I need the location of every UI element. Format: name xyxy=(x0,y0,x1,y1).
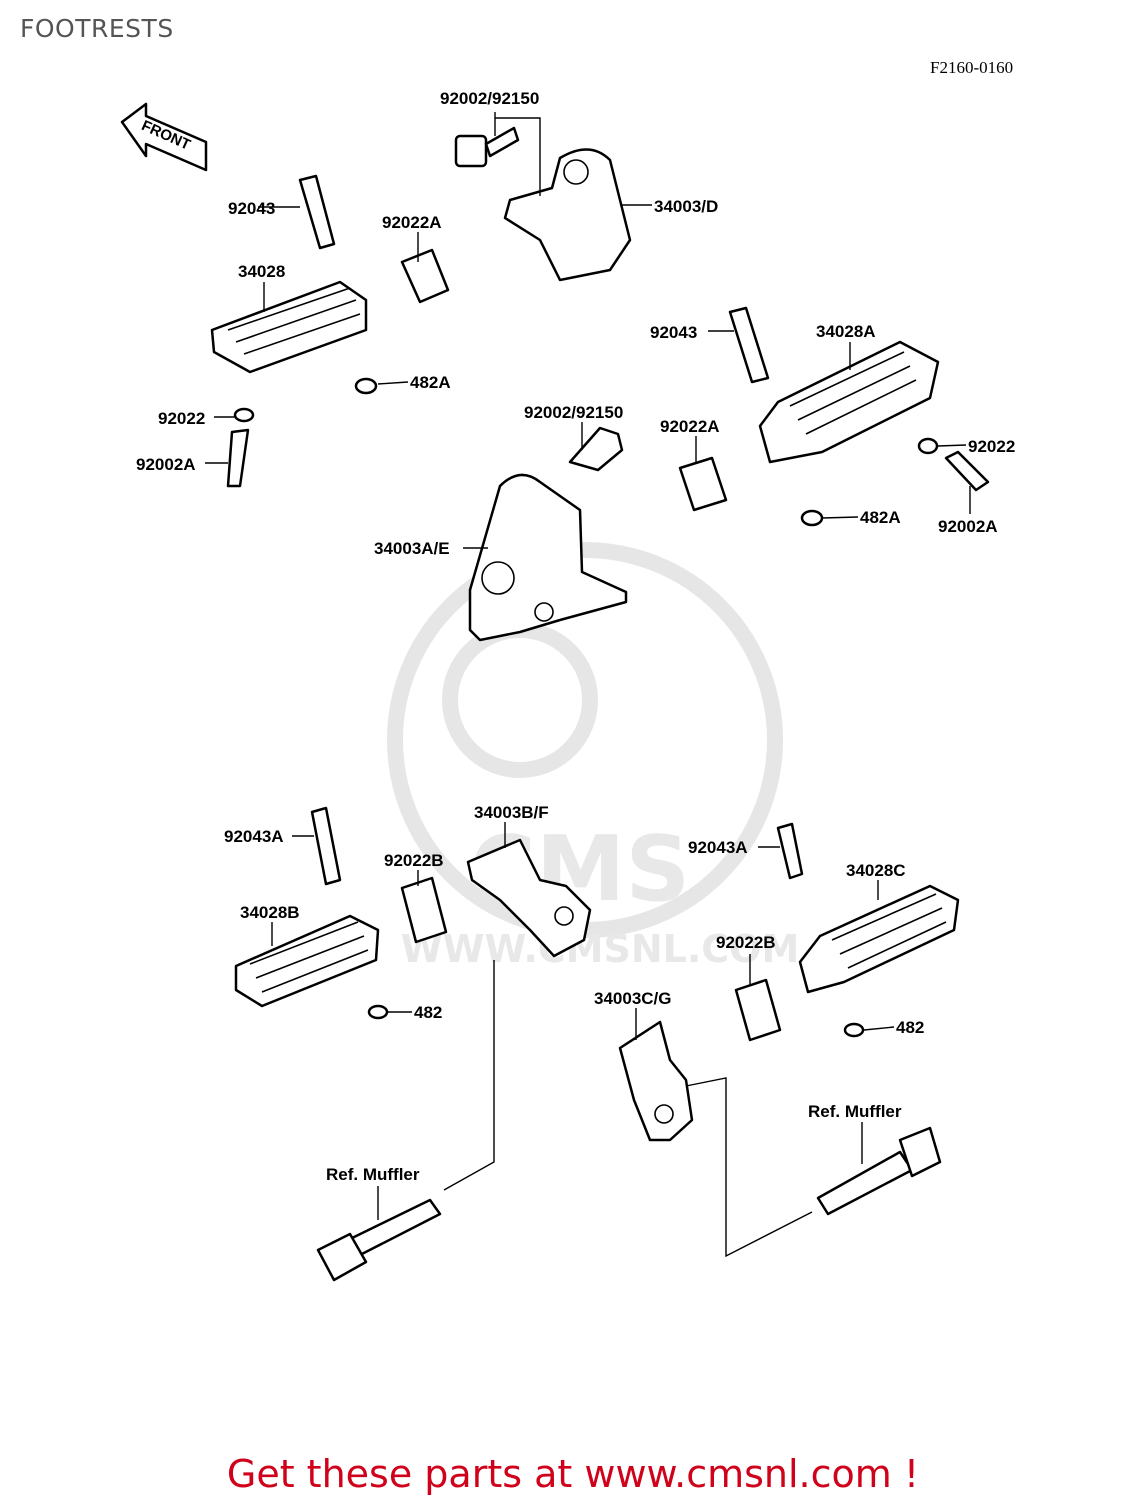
footpeg-34028b-ribs xyxy=(249,921,369,993)
bracket-34003a-e-pivot xyxy=(534,602,554,622)
label-l24: 92022B xyxy=(716,933,776,952)
leader-lines xyxy=(205,112,971,1258)
muffler-bolt-right-shank xyxy=(816,1150,914,1216)
label-l11: 92002/92150 xyxy=(524,403,623,422)
label-l3: 92043 xyxy=(228,199,275,218)
bracket-34003a-e-hole xyxy=(481,561,515,595)
footpeg-34028a-ribs xyxy=(789,351,917,435)
pin-92043 xyxy=(298,174,336,250)
bolt-92002a-right xyxy=(944,450,990,492)
label-l14: 482A xyxy=(860,508,901,527)
footrest-lower-left xyxy=(234,806,448,1020)
label-l21: 482 xyxy=(414,1003,442,1022)
muffler-bolt-left-shank xyxy=(346,1198,442,1258)
footpeg-34028 xyxy=(210,280,368,374)
front-arrow: FRONT xyxy=(120,102,208,172)
label-l18: 92043A xyxy=(224,827,284,846)
leader-l26 xyxy=(863,1026,895,1031)
label-l4: 92022A xyxy=(382,213,442,232)
label-l16: 34003A/E xyxy=(374,539,450,558)
bracket-34003-d xyxy=(454,126,632,282)
spring-92022 xyxy=(233,407,255,423)
bracket-34003b-f-body xyxy=(466,838,592,958)
footpeg-34028a xyxy=(758,340,940,464)
bracket-34003b-f xyxy=(466,838,592,958)
muffler-bolt-right-head xyxy=(898,1126,942,1178)
footpeg-34028c-ribs xyxy=(831,893,947,969)
pin-92043a-left xyxy=(310,806,342,886)
cotter-482-right xyxy=(843,1022,865,1038)
pin-92043-right xyxy=(728,306,770,384)
label-l2: 34003/D xyxy=(654,197,718,216)
bracket-34003a-e xyxy=(468,426,628,642)
label-l12: 92022A xyxy=(660,417,720,436)
rubber-92022a-right xyxy=(678,456,728,512)
leader-mount-left xyxy=(443,960,495,1191)
rubber-92022b-right xyxy=(734,978,782,1042)
muffler-bolt-right xyxy=(816,1126,942,1216)
bracket-34003c-g-body xyxy=(618,1020,694,1142)
muffler-bolt-left xyxy=(316,1198,442,1282)
bolt-92002-92150-mid xyxy=(568,426,624,472)
label-l25: 34003C/G xyxy=(594,989,672,1008)
rubber-92022b-left xyxy=(400,876,448,944)
cotter-482-left xyxy=(367,1004,389,1020)
bracket-34003-d-hole xyxy=(563,159,589,185)
bracket-34003a-e-body xyxy=(468,473,628,642)
label-l28: Ref. Muffler xyxy=(808,1102,902,1121)
label-l5: 34028 xyxy=(238,262,285,281)
page-title: FOOTRESTS xyxy=(20,14,174,43)
label-l26: 482 xyxy=(896,1018,924,1037)
footpeg-34028-ribs xyxy=(227,287,361,355)
label-l6: 482A xyxy=(410,373,451,392)
cotter-482a xyxy=(354,377,378,395)
rubber-92022a xyxy=(400,248,450,304)
leader-mount-right xyxy=(685,1077,813,1258)
watermark-face xyxy=(442,622,598,778)
label-l27: Ref. Muffler xyxy=(326,1165,420,1184)
bracket-34003c-g-hole xyxy=(654,1104,674,1124)
label-l17: 34003B/F xyxy=(474,803,549,822)
bolt-shank-92002-92150 xyxy=(484,126,520,158)
footpeg-34028c xyxy=(798,884,960,994)
label-l22: 92043A xyxy=(688,838,748,857)
label-l23: 34028C xyxy=(846,861,906,880)
spring-92022-right xyxy=(917,437,939,455)
part-labels: 92002/92150 34003/D 92043 92022A 34028 4… xyxy=(136,89,1015,1184)
leader-l13 xyxy=(937,444,967,447)
label-l8: 92002A xyxy=(136,455,196,474)
label-l7: 92022 xyxy=(158,409,205,428)
muffler-bolt-left-head xyxy=(316,1232,368,1282)
leader-l6 xyxy=(377,381,409,385)
watermark-url: WWW.CMSNL.COM xyxy=(401,927,800,971)
footrest-upper-right xyxy=(678,306,990,527)
label-l20: 34028B xyxy=(240,903,300,922)
pin-92043a-right xyxy=(776,822,804,880)
bracket-34003b-f-hole xyxy=(554,906,574,926)
footrest-lower-right xyxy=(734,822,960,1042)
label-l13: 92022 xyxy=(968,437,1015,456)
footer-link[interactable]: Get these parts at www.cmsnl.com ! xyxy=(226,1452,920,1496)
bracket-34003-d-body xyxy=(503,148,632,282)
cotter-482a-right xyxy=(800,509,824,527)
front-arrow-shape xyxy=(120,102,208,172)
diagram-code: F2160-0160 xyxy=(930,58,1014,77)
bolt-92002a xyxy=(226,428,250,488)
bracket-34003c-g xyxy=(618,1020,694,1142)
label-l15: 92002A xyxy=(938,517,998,536)
label-l9: 92043 xyxy=(650,323,697,342)
label-l1: 92002/92150 xyxy=(440,89,539,108)
leader-l14 xyxy=(821,516,859,519)
footrest-upper-left xyxy=(210,174,450,488)
footpeg-34028b xyxy=(234,914,380,1008)
watermark: CMS WWW.CMSNL.COM xyxy=(387,542,800,971)
bolt-head-92002-92150 xyxy=(454,134,488,168)
label-l10: 34028A xyxy=(816,322,876,341)
leader-l1 xyxy=(494,112,541,196)
label-l19: 92022B xyxy=(384,851,444,870)
